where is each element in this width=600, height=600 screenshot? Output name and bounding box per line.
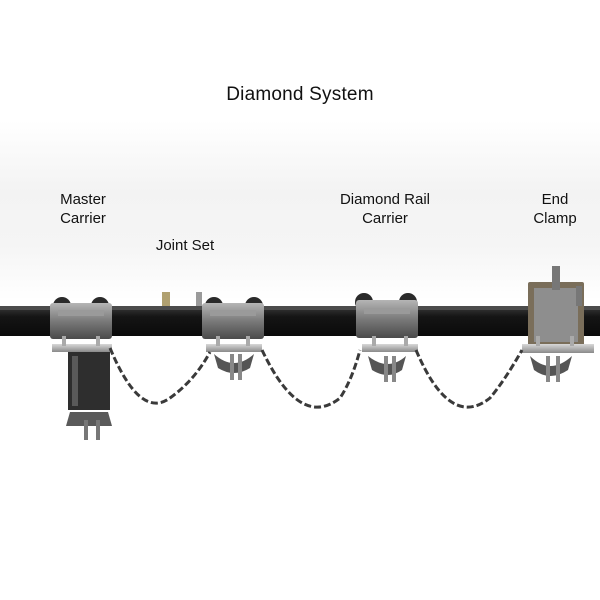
diamond-carrier-2 <box>355 293 418 382</box>
label-master-carrier: Master Carrier <box>60 191 106 227</box>
master-carrier <box>50 297 112 440</box>
joint-set <box>162 292 202 306</box>
chain-links <box>108 347 524 409</box>
end-clamp <box>522 266 594 382</box>
label-diamond-rail-carrier: Diamond Rail Carrier <box>339 191 431 227</box>
background-shading <box>0 120 600 300</box>
label-end-clamp: End Clamp <box>533 191 577 227</box>
diamond-carrier-1 <box>202 297 264 380</box>
label-joint-set: Joint Set <box>155 237 215 254</box>
page-title: Diamond System <box>226 84 374 105</box>
